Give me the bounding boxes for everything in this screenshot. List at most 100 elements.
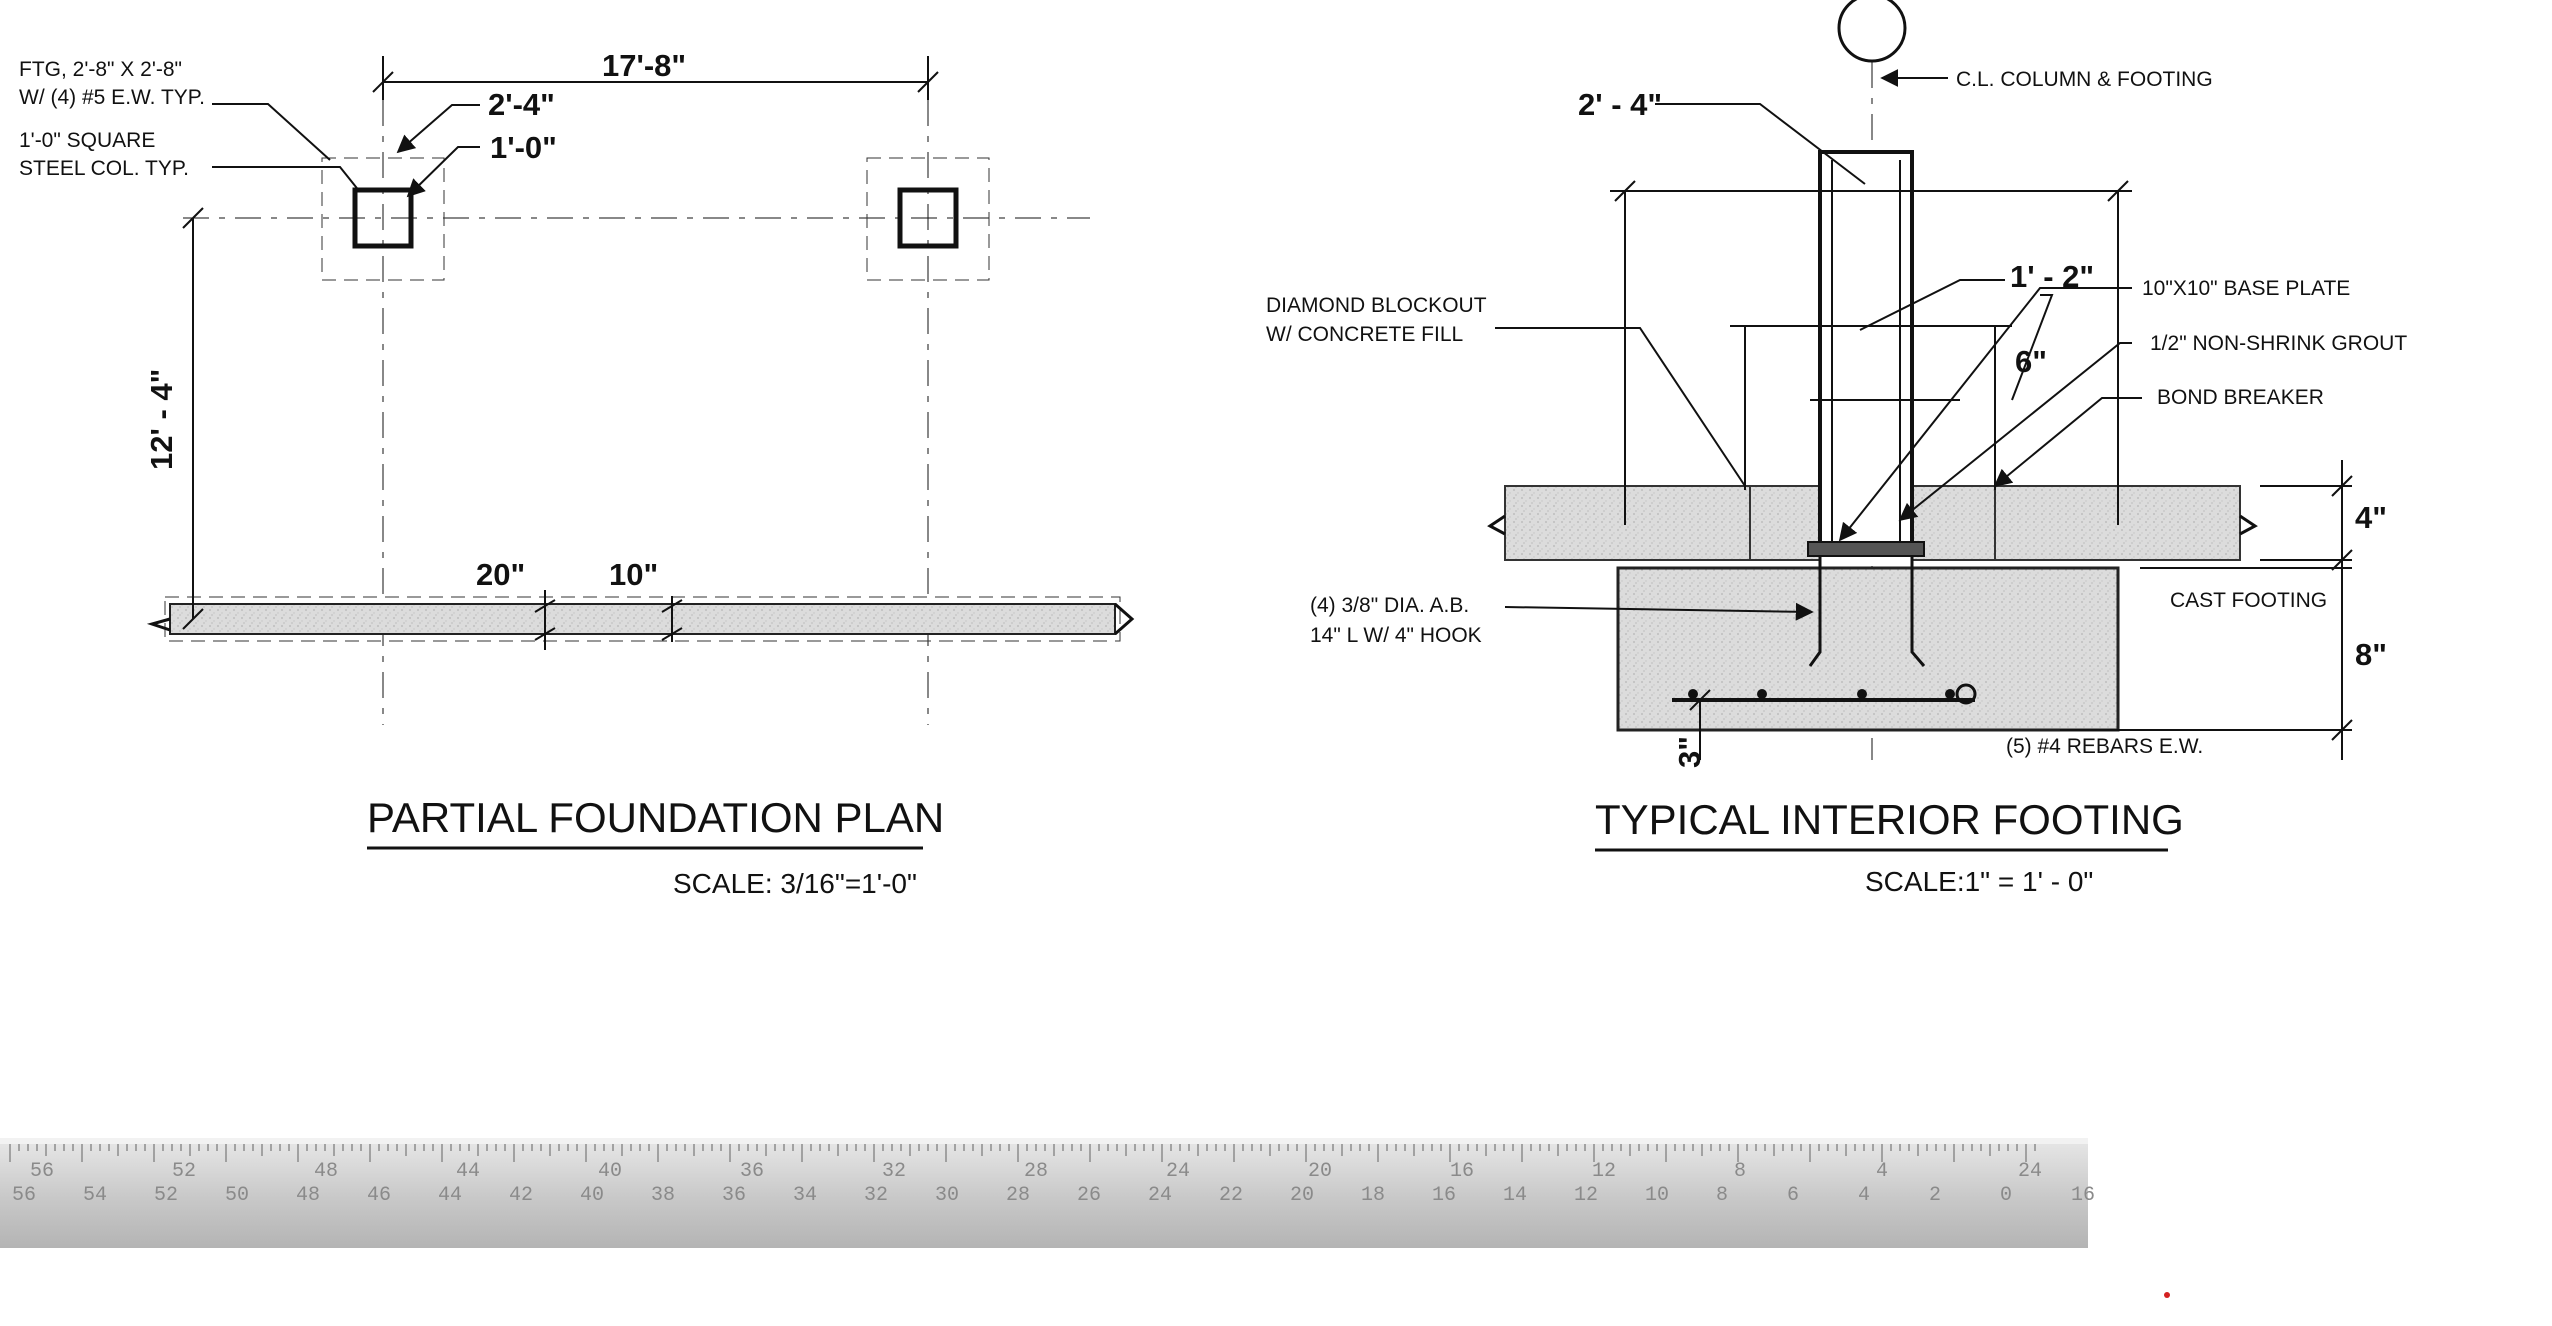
plan-dim-footing: 2'-4" (488, 87, 555, 122)
ruler-lower-label: 42 (509, 1184, 533, 1207)
ruler-lower-label: 48 (296, 1184, 320, 1207)
ruler-lower-label: 2 (1929, 1184, 1941, 1207)
ruler-lower-label: 26 (1077, 1184, 1101, 1207)
ruler-lower-label: 56 (12, 1184, 36, 1207)
section-dim-plate: 1' - 2" (2010, 259, 2094, 294)
section-scale: SCALE:1" = 1' - 0" (1865, 866, 2093, 897)
plan-title: PARTIAL FOUNDATION PLAN (367, 794, 944, 841)
section-dim-slab: 4" (2355, 500, 2387, 535)
ruler-upper-label: 12 (1592, 1160, 1616, 1183)
footing-right (866, 157, 990, 281)
section-title: TYPICAL INTERIOR FOOTING (1595, 796, 2184, 843)
ruler-lower-label: 16 (2071, 1184, 2095, 1207)
ruler-lower-label: 0 (2000, 1184, 2012, 1207)
plan-dim-span: 17'-8" (602, 48, 686, 83)
ruler-upper-label: 56 (30, 1160, 54, 1183)
plan-note-column-line2: STEEL COL. TYP. (19, 157, 189, 180)
ruler-lower-label: 24 (1148, 1184, 1172, 1207)
section-label-blockout-line2: W/ CONCRETE FILL (1266, 323, 1463, 346)
section-label-bond: BOND BREAKER (2157, 386, 2324, 409)
ruler-upper-label: 52 (172, 1160, 196, 1183)
section-dim-cover: 3" (1672, 736, 1707, 768)
ruler-upper-label: 4 (1876, 1160, 1888, 1183)
ruler-upper-label: 36 (740, 1160, 764, 1183)
ruler-lower-label: 4 (1858, 1184, 1870, 1207)
wall-strip (169, 603, 1116, 635)
ruler-lower-label: 40 (580, 1184, 604, 1207)
ruler-lower-label: 12 (1574, 1184, 1598, 1207)
section-label-centerline: C.L. COLUMN & FOOTING (1956, 68, 2213, 91)
plan-dim-column: 1'-0" (490, 130, 557, 165)
ruler-upper-label: 24 (2018, 1160, 2042, 1183)
ruler-upper-label: 8 (1734, 1160, 1746, 1183)
ruler-lower-label: 36 (722, 1184, 746, 1207)
ruler-lower-label: 34 (793, 1184, 817, 1207)
ruler-lower-label: 16 (1432, 1184, 1456, 1207)
section-label-blockout-line1: DIAMOND BLOCKOUT (1266, 294, 1487, 317)
wall-break-left (146, 617, 171, 632)
ruler-upper-label: 16 (1450, 1160, 1474, 1183)
ruler-lower-label: 8 (1716, 1184, 1728, 1207)
ruler-lower-label: 54 (83, 1184, 107, 1207)
ruler-upper-label: 48 (314, 1160, 338, 1183)
base-plate (1807, 541, 1925, 557)
column-marker-circle (1837, 0, 1907, 63)
wall-strip-outline (164, 596, 1121, 642)
leader-plate-dim (1859, 279, 2005, 331)
ruler-upper-label: 28 (1024, 1160, 1048, 1183)
ruler-lower-label: 20 (1290, 1184, 1314, 1207)
leader-six (2011, 294, 2054, 401)
ruler-body (0, 1138, 2088, 1248)
ruler-upper-label: 20 (1308, 1160, 1332, 1183)
plan-note-column-line1: 1'-0" SQUARE (19, 129, 155, 152)
plan-note-footing-line2: W/ (4) #5 E.W. TYP. (19, 86, 205, 109)
plan-dim-wall-2: 10" (609, 557, 658, 592)
plan-dim-height: 12' - 4" (144, 369, 179, 470)
leader-anchor (1504, 602, 1814, 621)
section-dim-six: 6" (2015, 344, 2047, 379)
section-label-anchor-line1: (4) 3/8" DIA. A.B. (1310, 594, 1469, 617)
footing-left (321, 157, 445, 281)
ruler-lower-label: 46 (367, 1184, 391, 1207)
plan-dim-wall: 20" (476, 557, 525, 592)
ruler-lower-label: 6 (1787, 1184, 1799, 1207)
section-dim-footing-depth: 8" (2355, 637, 2387, 672)
slab-break-right (2239, 514, 2258, 536)
slab-break-left (1487, 514, 1506, 536)
anchor-bolt-right (1910, 556, 1926, 667)
anchor-bolt-left (1808, 556, 1822, 667)
ruler-lower-label: 50 (225, 1184, 249, 1207)
ruler-upper-label: 44 (456, 1160, 480, 1183)
section-label-baseplate: 10"X10" BASE PLATE (2142, 277, 2350, 300)
cast-footing (1616, 566, 2120, 732)
ruler-lower-label: 14 (1503, 1184, 1527, 1207)
ruler-ticks (9, 1144, 2036, 1162)
section-label-rebar: (5) #4 REBARS E.W. (2006, 735, 2203, 758)
column-right (897, 187, 959, 249)
leader-column (212, 166, 361, 193)
leader-bond (1993, 397, 2142, 488)
leader-grout (1898, 342, 2132, 522)
foundation-plan: FTG, 2'-8" X 2'-8" W/ (4) #5 E.W. TYP. 1… (19, 48, 1135, 899)
ruler-lower-label: 28 (1006, 1184, 1030, 1207)
leader-footing (212, 103, 331, 161)
leader-width (1655, 103, 1866, 185)
section-dim-width: 2' - 4" (1578, 87, 1662, 122)
column-left (352, 187, 414, 249)
slab-left (1504, 485, 1751, 561)
red-dot-marker (2164, 1292, 2170, 1298)
section-label-anchor-line2: 14" L W/ 4" HOOK (1310, 624, 1482, 647)
leader-footing-size (396, 104, 480, 154)
leader-column-size (406, 146, 480, 198)
section-label-grout: 1/2" NON-SHRINK GROUT (2150, 332, 2407, 355)
footing-section: C.L. COLUMN & FOOTING 2' - 4" 1' - 2" 6"… (1266, 0, 2407, 897)
steel-column (1818, 150, 1914, 554)
wall-break-right (1114, 602, 1135, 636)
ruler-lower-label: 18 (1361, 1184, 1385, 1207)
ruler-lower-label: 52 (154, 1184, 178, 1207)
ruler-upper-label: 40 (598, 1160, 622, 1183)
